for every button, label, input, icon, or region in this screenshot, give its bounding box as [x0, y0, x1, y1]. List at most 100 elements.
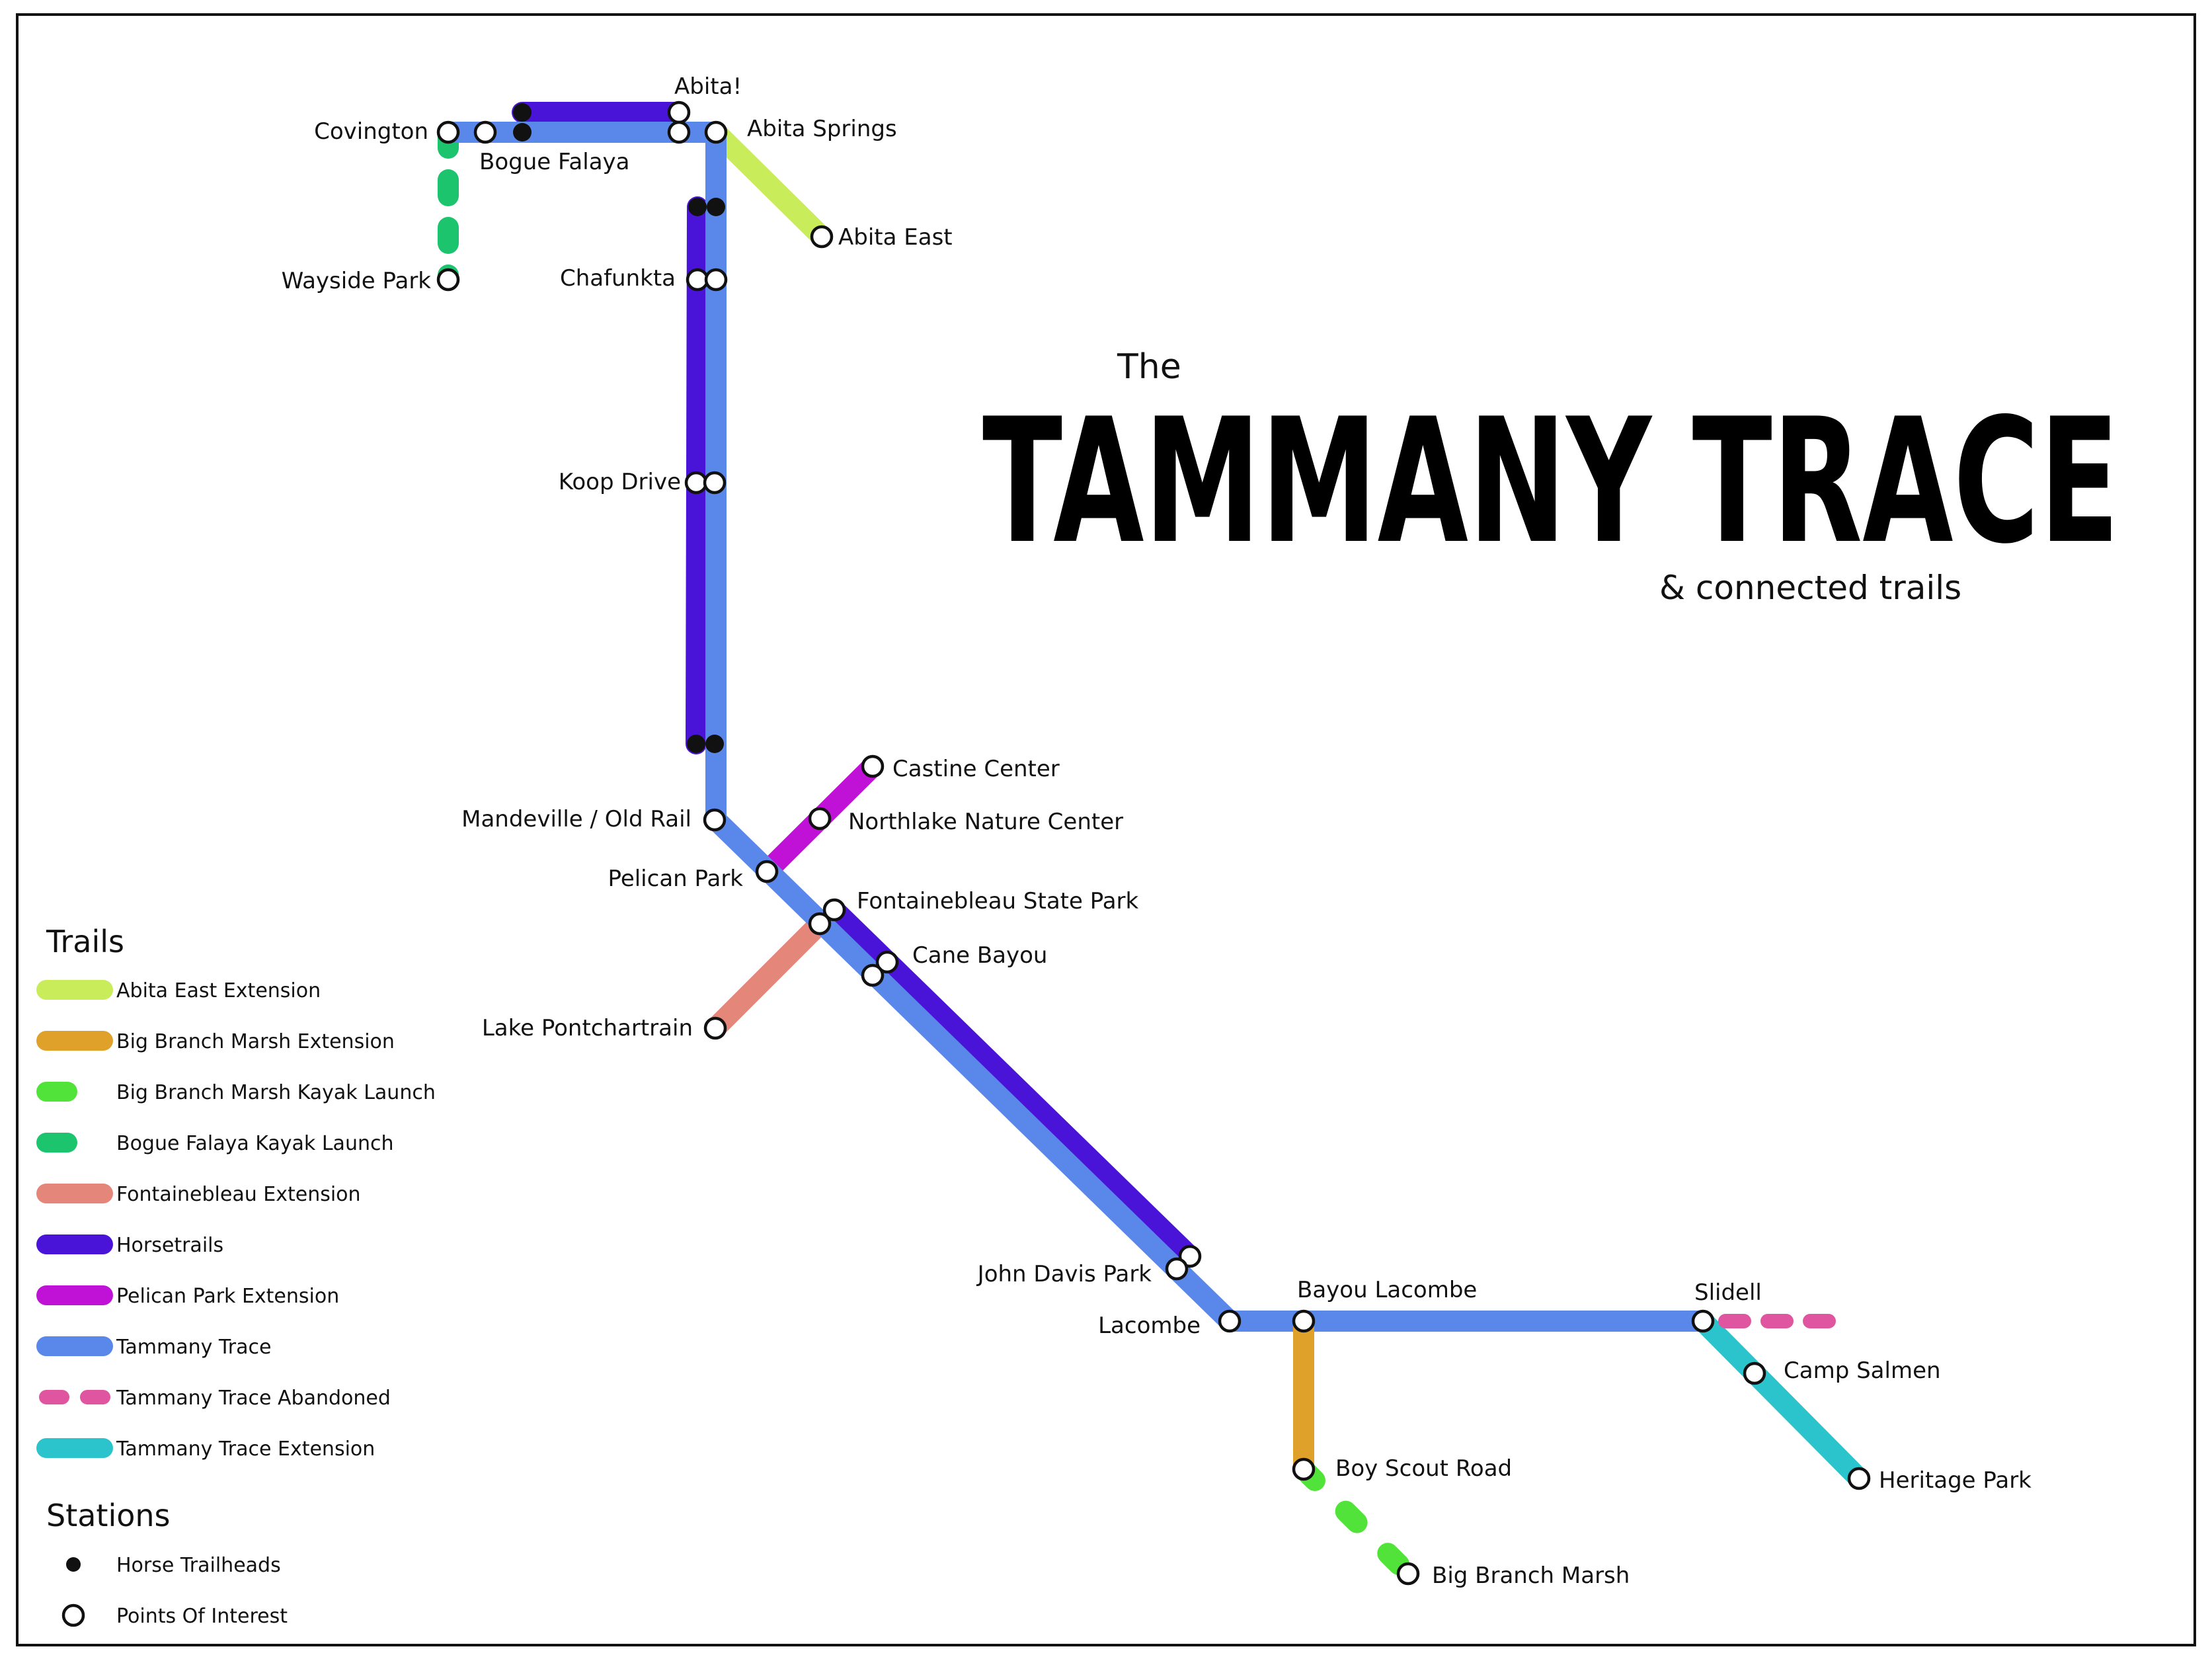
- poi-camp-salmen: [1743, 1361, 1766, 1385]
- label-chafunkta: Chafunkta: [560, 265, 676, 292]
- poi-mandeville: [703, 808, 727, 832]
- poi-abita-east: [810, 225, 834, 249]
- legend-label: Fontainebleau Extension: [116, 1183, 361, 1206]
- label-northlake-nature-center: Northlake Nature Center: [848, 809, 1123, 835]
- horse-trailhead-marker: [687, 735, 705, 753]
- legend-stations-heading: Stations: [46, 1498, 171, 1533]
- label-abita: Abita!: [674, 73, 742, 100]
- poi-lacombe: [1218, 1309, 1242, 1333]
- station-labels: Covington Bogue Falaya Abita! Abita Spri…: [282, 73, 2032, 1589]
- poi-covington: [436, 120, 460, 144]
- poi-fontainebleau-horse: [822, 898, 846, 922]
- label-abita-east: Abita East: [838, 224, 953, 251]
- label-koop-drive: Koop Drive: [559, 469, 681, 495]
- poi-cane-bayou-horse: [875, 950, 899, 974]
- poi-northlake-nature-center: [808, 807, 832, 830]
- legend-item: Pelican Park Extension: [36, 1285, 339, 1308]
- poi-slidell: [1691, 1309, 1715, 1333]
- legend-item: Big Branch Marsh Extension: [36, 1030, 395, 1053]
- label-covington: Covington: [314, 118, 428, 145]
- trail-big-branch-marsh-kayak-launch: [1293, 1459, 1419, 1584]
- poi-abita-junction: [667, 120, 691, 144]
- legend-item: Abita East Extension: [36, 979, 321, 1002]
- horse-trailhead-marker: [513, 123, 532, 142]
- legend-label: Horsetrails: [116, 1234, 223, 1257]
- hollow-circle-icon: [61, 1603, 85, 1627]
- poi-lake-pontchartrain: [703, 1016, 727, 1040]
- title-subtitle: & connected trails: [1659, 569, 1961, 607]
- label-mandeville: Mandeville / Old Rail: [461, 806, 691, 832]
- label-castine-center: Castine Center: [892, 756, 1060, 782]
- legend-item: Fontainebleau Extension: [36, 1183, 361, 1206]
- poi-john-davis-park: [1165, 1257, 1189, 1281]
- poi-cane-bayou: [861, 963, 885, 987]
- poi-castine-center: [861, 754, 885, 778]
- label-abita-springs: Abita Springs: [747, 116, 897, 142]
- poi-fontainebleau-state-park: [808, 912, 832, 936]
- poi-bayou-lacombe: [1292, 1309, 1316, 1333]
- legend-item: Points Of Interest: [61, 1603, 288, 1628]
- poi-heritage-park: [1847, 1467, 1871, 1490]
- label-camp-salmen: Camp Salmen: [1784, 1357, 1941, 1384]
- horse-trailhead-marker: [705, 735, 724, 753]
- legend-label: Bogue Falaya Kayak Launch: [116, 1132, 393, 1155]
- poi-wayside-park: [436, 268, 460, 292]
- title-prefix: The: [1117, 347, 1181, 387]
- legend-item: Horse Trailheads: [66, 1554, 281, 1577]
- legend-label: Big Branch Marsh Extension: [116, 1030, 395, 1053]
- legend-label: Abita East Extension: [116, 979, 321, 1002]
- poi-koop-drive: [703, 471, 727, 495]
- label-fontainebleau-state-park: Fontainebleau State Park: [857, 888, 1139, 914]
- legend-item: Bogue Falaya Kayak Launch: [36, 1132, 393, 1155]
- legend-item: Big Branch Marsh Kayak Launch: [36, 1081, 436, 1104]
- legend-label: Tammany Trace: [116, 1336, 271, 1359]
- horse-trailhead-marker: [513, 103, 532, 122]
- label-lake-pontchartrain: Lake Pontchartrain: [482, 1015, 693, 1041]
- legend-label: Pelican Park Extension: [116, 1285, 339, 1308]
- legend-label: Horse Trailheads: [116, 1554, 281, 1577]
- label-boy-scout-road: Boy Scout Road: [1335, 1455, 1512, 1482]
- legend-label: Big Branch Marsh Kayak Launch: [116, 1081, 436, 1104]
- map-title: The TAMMANY TRACE & connected trails: [982, 347, 2119, 607]
- title-main: TAMMANY TRACE: [982, 382, 2119, 582]
- legend-item: Tammany Trace Abandoned: [39, 1387, 391, 1410]
- horse-trailhead-marker: [688, 198, 707, 216]
- legend-label: Tammany Trace Abandoned: [116, 1387, 391, 1410]
- label-cane-bayou: Cane Bayou: [912, 942, 1047, 969]
- poi-abita: [667, 101, 691, 124]
- legend-item: Tammany Trace Extension: [36, 1437, 375, 1461]
- label-pelican-park: Pelican Park: [608, 866, 744, 892]
- trail-fontainebleau-extension: [705, 913, 830, 1039]
- label-slidell: Slidell: [1694, 1279, 1762, 1306]
- legend-item: Horsetrails: [36, 1234, 223, 1257]
- poi-pelican-park: [755, 860, 779, 883]
- label-heritage-park: Heritage Park: [1879, 1467, 2032, 1494]
- trail-abita-east-extension: [705, 122, 832, 247]
- poi-bogue-falaya: [473, 120, 497, 144]
- label-wayside-park: Wayside Park: [282, 268, 432, 294]
- poi-big-branch-marsh: [1396, 1562, 1420, 1586]
- legend-trails-heading: Trails: [46, 924, 124, 959]
- legend-label: Points Of Interest: [116, 1605, 288, 1628]
- trail-tammany-trace-extension: [1692, 1311, 1870, 1489]
- poi-boy-scout-road: [1292, 1457, 1316, 1481]
- poi-abita-springs: [704, 120, 728, 144]
- horse-trailhead-marker: [707, 198, 725, 216]
- legend-label: Tammany Trace Extension: [116, 1437, 375, 1461]
- label-bogue-falaya: Bogue Falaya: [479, 149, 630, 175]
- label-big-branch-marsh: Big Branch Marsh: [1432, 1562, 1630, 1589]
- filled-dot-icon: [66, 1557, 81, 1572]
- label-bayou-lacombe: Bayou Lacombe: [1297, 1277, 1477, 1303]
- station-markers: [436, 101, 1871, 1586]
- legend-item: Tammany Trace: [36, 1336, 271, 1359]
- poi-chafunkta: [704, 268, 728, 292]
- label-john-davis-park: John Davis Park: [976, 1261, 1152, 1287]
- poi-chafunkta-horse: [686, 268, 709, 292]
- poi-koop-drive-horse: [684, 471, 708, 495]
- map-frame: [16, 13, 2196, 1646]
- label-lacombe: Lacombe: [1098, 1313, 1201, 1339]
